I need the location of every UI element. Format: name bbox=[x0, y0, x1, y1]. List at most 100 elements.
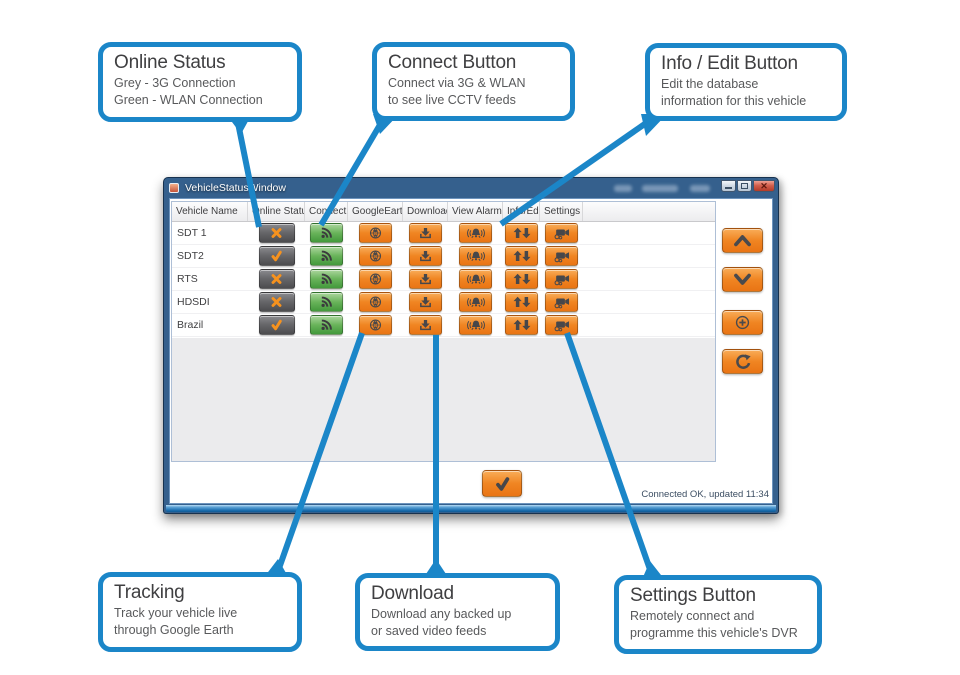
info-edit-button[interactable] bbox=[505, 246, 538, 266]
globe-icon bbox=[368, 295, 383, 309]
view-alarms-button[interactable] bbox=[459, 246, 492, 266]
cell-view-alarms-button bbox=[448, 245, 503, 267]
google-earth-button[interactable] bbox=[359, 223, 392, 243]
info-edit-button[interactable] bbox=[505, 269, 538, 289]
settings-button[interactable] bbox=[545, 292, 578, 312]
maximize-button[interactable] bbox=[737, 180, 752, 192]
info-edit-button[interactable] bbox=[505, 292, 538, 312]
globe-icon bbox=[368, 272, 383, 286]
move-up-button[interactable] bbox=[722, 228, 763, 253]
google-earth-button[interactable] bbox=[359, 292, 392, 312]
column-header-settings: Settings bbox=[540, 202, 583, 221]
google-earth-button[interactable] bbox=[359, 246, 392, 266]
title-bar[interactable]: VehicleStatusWindow ✕ bbox=[164, 178, 778, 198]
rss-icon bbox=[319, 226, 334, 240]
alarm-bell-icon bbox=[464, 249, 488, 263]
settings-button[interactable] bbox=[545, 223, 578, 243]
alarm-bell-icon bbox=[464, 295, 488, 309]
column-header-download: Download bbox=[403, 202, 448, 221]
close-button[interactable]: ✕ bbox=[753, 180, 775, 192]
minimize-button[interactable] bbox=[721, 180, 736, 192]
callout-text: Grey - 3G Connection bbox=[114, 76, 236, 90]
info-edit-button[interactable] bbox=[505, 223, 538, 243]
google-earth-button[interactable] bbox=[359, 269, 392, 289]
connect-button[interactable] bbox=[310, 223, 343, 243]
minimize-icon bbox=[725, 187, 732, 189]
window-icon bbox=[169, 183, 179, 193]
info-edit-button[interactable] bbox=[505, 315, 538, 335]
callout-title: Download bbox=[371, 583, 454, 604]
rss-icon bbox=[319, 295, 334, 309]
download-icon bbox=[418, 318, 433, 332]
view-alarms-button[interactable] bbox=[459, 315, 492, 335]
online-status-button[interactable] bbox=[258, 223, 295, 243]
close-icon: ✕ bbox=[760, 180, 768, 191]
check-icon bbox=[269, 318, 284, 332]
column-header-connect: Connect bbox=[305, 202, 348, 221]
cell-connect-button bbox=[305, 291, 348, 313]
view-alarms-button[interactable] bbox=[459, 269, 492, 289]
up-down-arrows-icon bbox=[510, 295, 534, 309]
settings-button[interactable] bbox=[545, 246, 578, 266]
callout-text: or saved video feeds bbox=[371, 623, 487, 638]
camera-gear-icon bbox=[550, 249, 574, 263]
callout-settings-button: Settings Button Remotely connect and pro… bbox=[614, 575, 822, 654]
vehicle-name: Brazil bbox=[177, 319, 204, 331]
alarm-bell-icon bbox=[464, 272, 488, 286]
google-earth-button[interactable] bbox=[359, 315, 392, 335]
view-alarms-button[interactable] bbox=[459, 223, 492, 243]
online-status-button[interactable] bbox=[258, 292, 295, 312]
column-header-googleearth: GoogleEarth bbox=[348, 202, 403, 221]
connect-button[interactable] bbox=[310, 315, 343, 335]
download-button[interactable] bbox=[409, 315, 442, 335]
cell-connect-button bbox=[305, 268, 348, 290]
check-icon bbox=[269, 249, 284, 263]
connect-button[interactable] bbox=[310, 246, 343, 266]
refresh-icon bbox=[732, 353, 753, 370]
cell-info-edit-button bbox=[503, 268, 540, 290]
table-row: SDT2 bbox=[172, 245, 715, 268]
online-status-button[interactable] bbox=[258, 269, 295, 289]
confirm-button[interactable] bbox=[482, 470, 522, 497]
cell-google-earth-button bbox=[348, 245, 403, 267]
table-row: HDSDI bbox=[172, 291, 715, 314]
cell-download-button bbox=[403, 291, 448, 313]
column-header-online-status: Online Status bbox=[248, 202, 305, 221]
up-down-arrows-icon bbox=[510, 318, 534, 332]
vehicle-name: SDT 1 bbox=[177, 227, 207, 239]
view-alarms-button[interactable] bbox=[459, 292, 492, 312]
settings-button[interactable] bbox=[545, 269, 578, 289]
callout-text: Connect via 3G & WLAN bbox=[388, 76, 526, 90]
download-button[interactable] bbox=[409, 269, 442, 289]
window-controls: ✕ bbox=[721, 180, 775, 192]
download-button[interactable] bbox=[409, 223, 442, 243]
callout-text: information for this vehicle bbox=[661, 93, 807, 108]
x-icon bbox=[269, 295, 284, 309]
maximize-icon bbox=[741, 183, 748, 189]
online-status-button[interactable] bbox=[258, 315, 295, 335]
online-status-button[interactable] bbox=[258, 246, 295, 266]
refresh-button[interactable] bbox=[722, 349, 763, 374]
connect-button[interactable] bbox=[310, 269, 343, 289]
status-bar: Connected OK, updated 11:34 bbox=[641, 489, 769, 500]
cell-online-status-button bbox=[248, 245, 305, 267]
camera-gear-icon bbox=[550, 295, 574, 309]
add-vehicle-button[interactable] bbox=[722, 310, 763, 335]
download-button[interactable] bbox=[409, 292, 442, 312]
cell-download-button bbox=[403, 222, 448, 244]
rss-icon bbox=[319, 318, 334, 332]
move-down-button[interactable] bbox=[722, 267, 763, 292]
table-row: SDT 1 bbox=[172, 222, 715, 245]
settings-button[interactable] bbox=[545, 315, 578, 335]
up-down-arrows-icon bbox=[510, 226, 534, 240]
callout-download: Download Download any backed up or saved… bbox=[355, 573, 560, 651]
download-button[interactable] bbox=[409, 246, 442, 266]
connect-button[interactable] bbox=[310, 292, 343, 312]
chevron-up-icon bbox=[732, 232, 753, 249]
cell-online-status-button bbox=[248, 268, 305, 290]
cell-download-button bbox=[403, 245, 448, 267]
cell-view-alarms-button bbox=[448, 268, 503, 290]
rss-icon bbox=[319, 272, 334, 286]
